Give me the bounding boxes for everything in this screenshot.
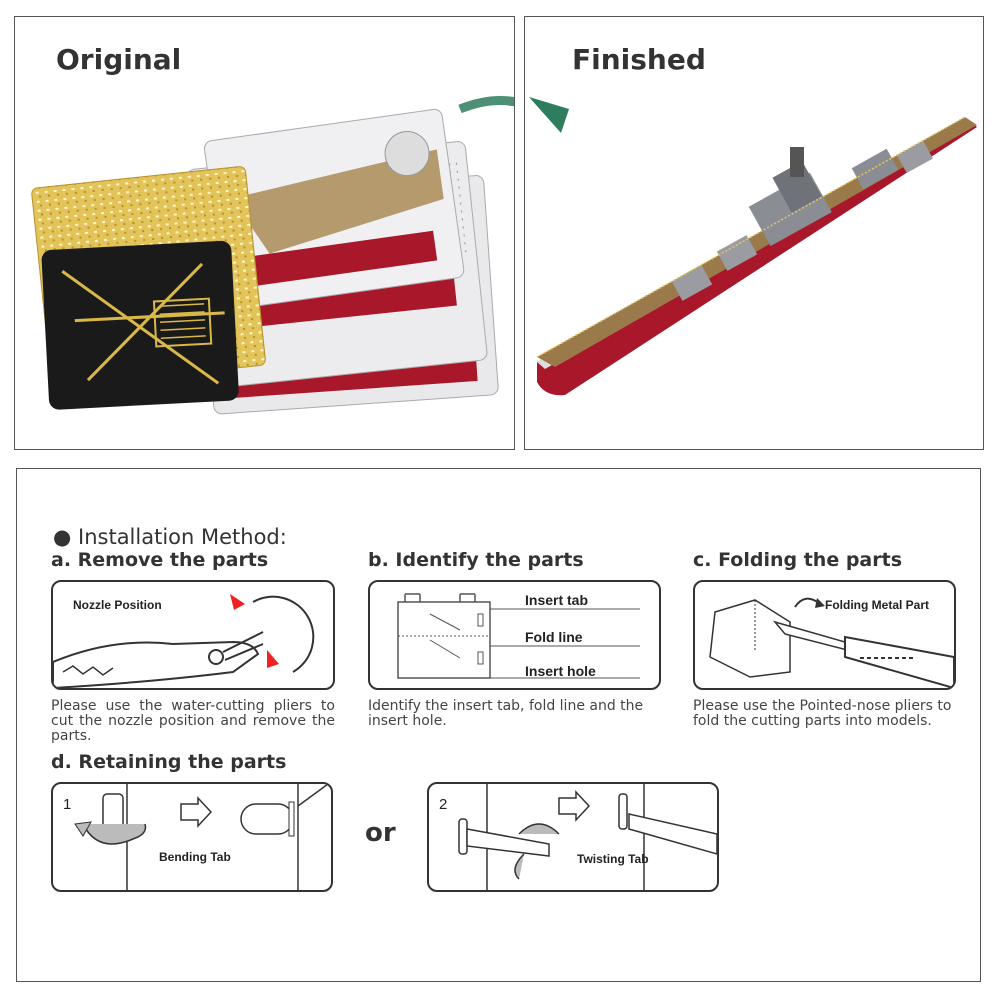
pliers-icon: [53, 594, 315, 688]
step-d-heading: d. Retaining the parts: [51, 751, 287, 773]
step-a-heading: a. Remove the parts: [51, 549, 269, 571]
original-title: Original: [56, 43, 182, 76]
or-text: or: [365, 818, 396, 848]
bending-tab-icon: [74, 784, 329, 890]
step-1-number: 1: [63, 796, 72, 813]
insert-tab-label: Insert tab: [525, 592, 589, 608]
step-2-number: 2: [439, 796, 448, 813]
step-c-description: Please use the Pointed-nose pliers to fo…: [693, 698, 952, 729]
finished-title: Finished: [572, 43, 706, 76]
metal-sheets-image: [31, 96, 514, 415]
folding-metal-part-label: Folding Metal Part: [825, 598, 930, 612]
step-b-description: Identify the insert tab, fold line and t…: [368, 698, 644, 729]
part-diagram-icon: [397, 593, 640, 679]
step-b-illustration: Insert tab Fold line Insert hole: [368, 580, 661, 690]
finished-panel: Finished: [524, 16, 984, 450]
step-d1-illustration: 1 Bending Tab: [51, 782, 333, 892]
step-d2-illustration: 2 Twisting Tab: [427, 782, 719, 892]
original-panel: Original: [14, 16, 515, 450]
nozzle-position-label: Nozzle Position: [73, 598, 162, 612]
installation-title-row: ● Installation Method:: [53, 525, 287, 549]
installation-panel: ● Installation Method: a. Remove the par…: [16, 468, 981, 982]
installation-title: Installation Method:: [78, 525, 287, 549]
twisting-tab-icon: [458, 784, 717, 890]
step-c-illustration: Folding Metal Part: [693, 580, 956, 690]
finished-ship-image: [529, 97, 977, 396]
fold-line-label: Fold line: [525, 629, 583, 645]
step-b-heading: b. Identify the parts: [368, 549, 584, 571]
bullet-icon: ●: [53, 525, 72, 549]
step-c-heading: c. Folding the parts: [693, 549, 903, 571]
insert-hole-label: Insert hole: [525, 663, 596, 679]
step-a-illustration: Nozzle Position: [51, 580, 335, 690]
arrow-icon: [529, 97, 569, 133]
folding-pliers-icon: [709, 597, 954, 688]
bending-tab-label: Bending Tab: [159, 850, 231, 864]
step-a-description: Please use the water-cutting pliers to c…: [51, 698, 335, 744]
twisting-tab-label: Twisting Tab: [577, 852, 649, 866]
